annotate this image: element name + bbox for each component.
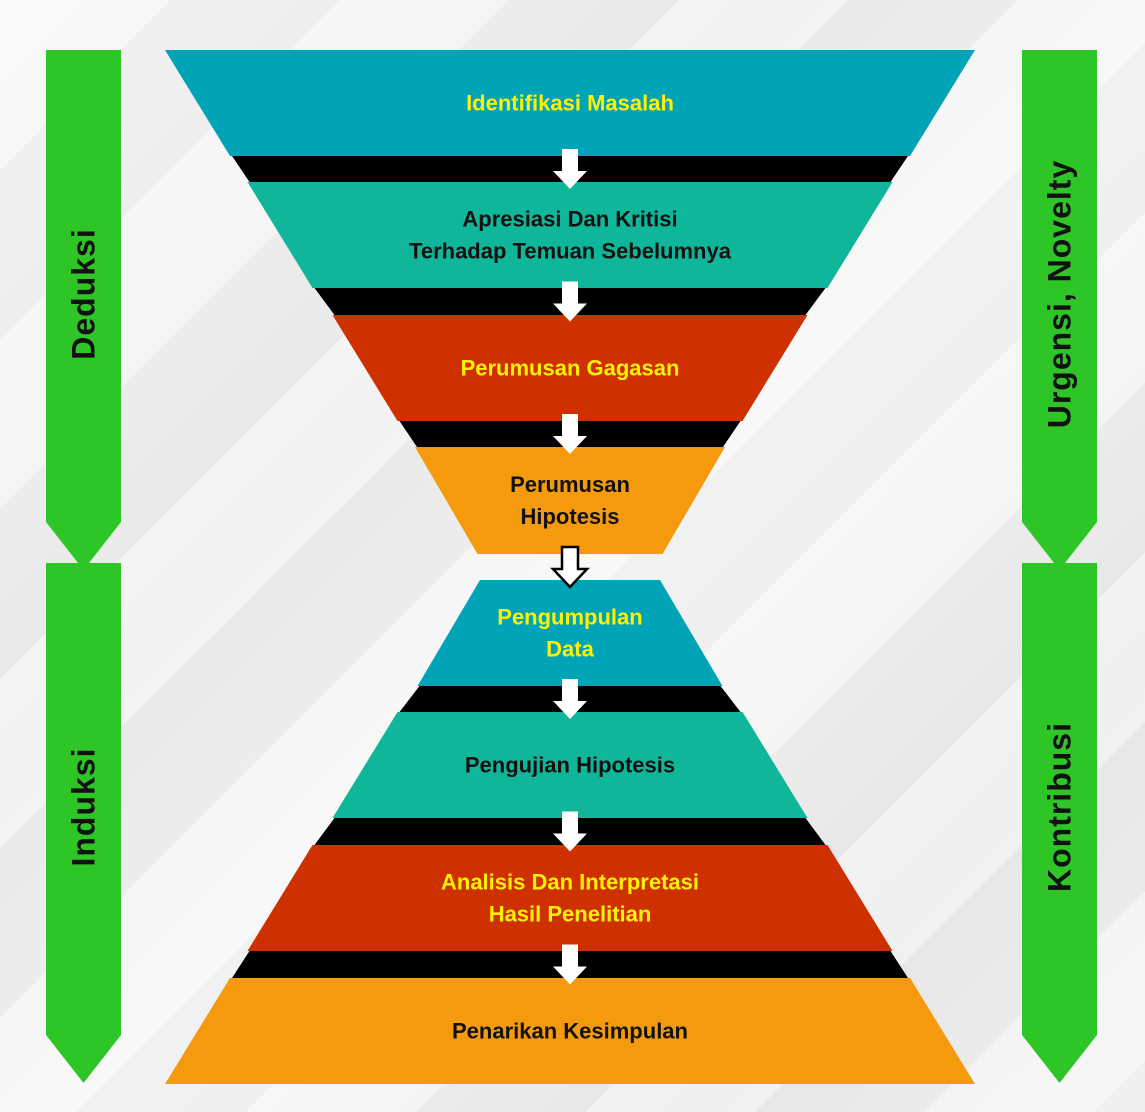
stage-6: Pengujian Hipotesis [332,712,808,818]
stage-shape [415,447,725,554]
stage-shape [165,978,975,1084]
stage-label: Terhadap Temuan Sebelumnya [409,239,732,264]
arrow-deduksi-shape [46,50,121,570]
stage-shape [247,182,893,288]
arrow-induksi-shape [46,563,121,1083]
stage-label: Perumusan Gagasan [461,356,680,381]
arrow-kontribusi: Kontribusi [1022,563,1097,1083]
stage-label: Identifikasi Masalah [466,91,674,116]
arrow-urgensi-novelty-shape [1022,50,1097,570]
stage-label: Analisis Dan Interpretasi [441,870,699,895]
stage-label: Apresiasi Dan Kritisi [462,207,677,232]
flow-arrow-icon [553,944,587,985]
stage-3: Perumusan Gagasan [332,315,808,421]
stage-label: Hipotesis [520,504,619,529]
arrow-induksi: Induksi [46,563,121,1083]
flow-arrow-icon [550,545,590,589]
stage-label: Pengumpulan [497,605,642,630]
stage-label: Perumusan [510,472,630,497]
stage-label: Data [546,637,594,662]
flow-arrow-icon [553,281,587,322]
arrow-urgensi-novelty-label: Urgensi, Novelty [1042,160,1078,429]
stage-shape [165,50,975,156]
stage-8: Penarikan Kesimpulan [165,978,975,1084]
flow-arrow-icon [553,811,587,852]
stage-shape [332,315,808,421]
stage-shape [332,712,808,818]
arrow-deduksi: Deduksi [46,50,121,570]
arrow-kontribusi-shape [1022,563,1097,1083]
flow-arrow-icon [553,679,587,719]
arrow-induksi-label: Induksi [66,747,102,866]
stage-shape [247,845,893,951]
arrow-deduksi-label: Deduksi [66,228,102,359]
flow-arrow-icon [553,414,587,454]
arrow-kontribusi-label: Kontribusi [1042,722,1078,892]
flow-arrow-icon [553,149,587,189]
stage-label: Penarikan Kesimpulan [452,1019,688,1044]
stage-shape [417,580,723,686]
stage-label: Hasil Penelitian [489,902,652,927]
arrow-urgensi-novelty: Urgensi, Novelty [1022,50,1097,570]
stage-1: Identifikasi Masalah [165,50,975,156]
stage-label: Pengujian Hipotesis [465,753,675,778]
